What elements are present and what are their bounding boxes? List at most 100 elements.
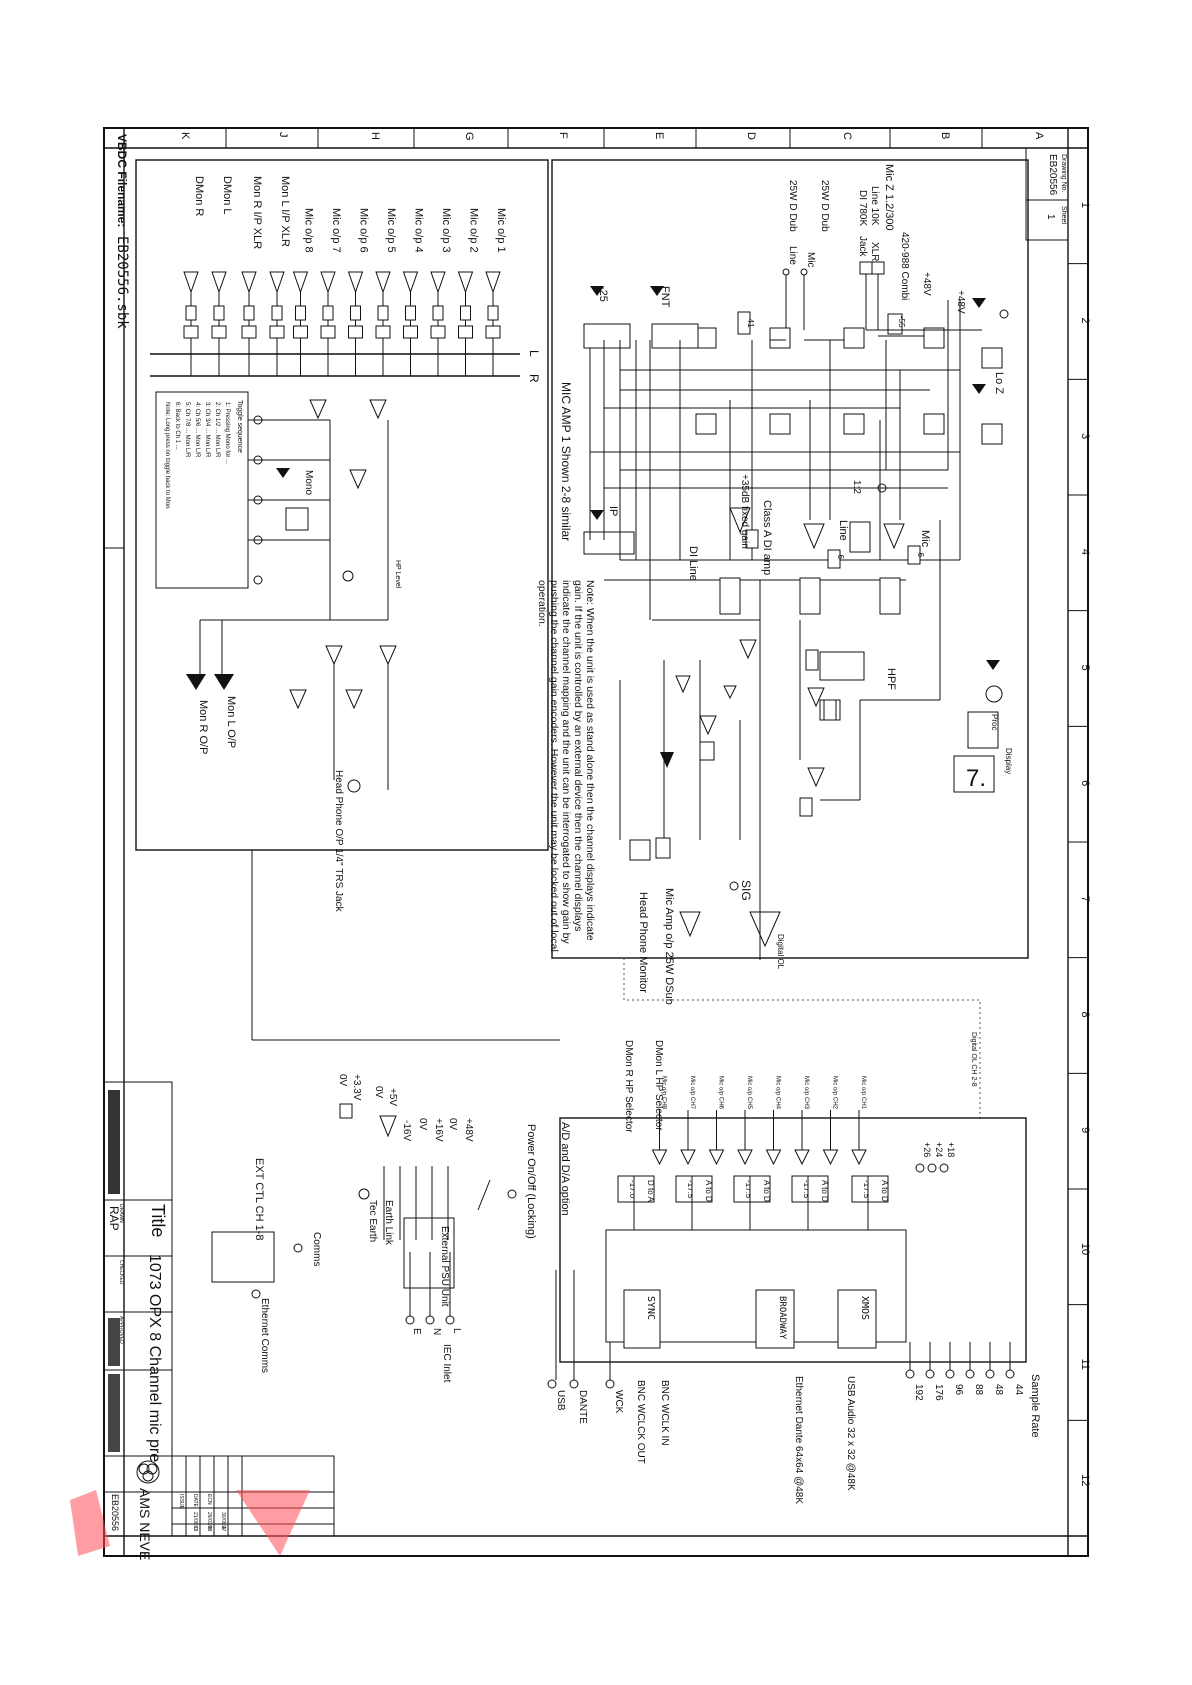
mon-r-op: Mon R O/P [197,700,209,754]
toggle-title: Toggle sequence [236,400,243,453]
monitor-input-label: Mon R I/P XLR [251,176,263,249]
mic-amp-section [551,159,1029,959]
hp-op-label: Head Phone O/P 1/4" TRS Jack [333,770,344,913]
drawing-no-footer: EB20556 [110,1494,120,1531]
revision-header: DATE [192,1494,198,1508]
mic-output-label: Mic o/p 8 [303,208,315,253]
digital-channel-label: Mic o/p CH2 [832,1076,838,1110]
gain-box-value: -17.5 [744,1180,753,1199]
gain-box-value: -17.0 [628,1180,637,1199]
minus41-label: -41 [746,316,755,328]
mic-minus6: -6 [916,550,925,558]
column-number-11: 11 [1079,1359,1091,1370]
sample-rate-value: 48 [993,1384,1004,1396]
column-number-4: 4 [1079,549,1091,555]
row-letter-J: J [277,132,289,138]
input-connectors [782,261,885,330]
digital-channel-list: Mic o/p CH1 Mic o/p CH2 Mic o/p CH3 Mic o/p… [651,1076,867,1166]
digital-channel-label: Mic o/p CH7 [689,1076,695,1110]
revision-header: ECN [206,1494,212,1505]
fixed-gain-label: +35dB fixed gain [739,474,750,549]
digital-channel-label: Mic o/p CH3 [803,1076,809,1110]
jack-label: Jack [857,236,868,258]
approved-label: APPROVED [118,1316,124,1344]
row-letter-B: B [939,132,951,139]
power-label: Power On/Off (Locking) [525,1124,537,1239]
lo-z-led-icon [972,384,986,394]
toggle-note-line: Note: Long press on toggle back to Mon [164,402,170,508]
revision-date: 26/03/18 [206,1512,212,1532]
dmon-l-hp: DMon L HP Selector [653,1040,664,1131]
mic-output-label: Mic o/p 6 [358,208,370,253]
revision-issue: A [220,1526,226,1530]
di-label: DI 780K [857,190,868,226]
rate-plus-value: +26 [922,1142,932,1157]
output-buffer-icon [485,271,501,294]
row-letter-D: D [745,132,757,140]
line-minus6: -6 [836,552,845,560]
drawn-label: DRAWN [118,1204,124,1223]
power-rail-label: 0V [373,1086,384,1099]
display-digits: 7. [966,765,986,792]
power-rail-label: -16V [401,1120,412,1141]
mic-amp-wiring [589,300,982,960]
monitor-circuit: Mono HP Level Mon L O/P Mon R O/P Head P… [186,399,401,913]
usb-block [837,1289,877,1349]
ext-ctl-block [211,1231,275,1283]
line-input-label: Line [787,246,798,265]
status-leds: FNT -25 IP [590,286,671,520]
wclk-in-label: BNC WCLK IN [659,1380,670,1446]
comms-label: Comms [311,1232,322,1266]
lo-z-label: Lo Z [993,372,1005,394]
combi-label: 420-988 Combi [899,232,910,300]
gain-box-value: -17.5 [686,1180,695,1199]
power-rail-label: 0V [447,1118,458,1131]
mic-z-label: Mic Z 1.2/300 [883,164,895,231]
di-line-label: DI Line [687,546,699,581]
dante-output-label: DANTE [577,1390,588,1424]
power-rail-label: +48V [463,1118,474,1142]
sample-rate-led-icon [985,1369,995,1379]
digital-channel-label: Mic o/p CH8 [661,1076,667,1110]
line-label-2: Line [837,520,849,541]
class-a-label: Class A DI amp [761,500,773,575]
checked-label: CHECKED [118,1260,124,1285]
column-number-5: 5 [1079,665,1091,671]
mic-output-label: Mic o/p 7 [330,208,342,253]
mic-output-label: Mic o/p 5 [385,208,397,253]
output-buffer-icon [457,271,474,294]
revision-date: 21/08/18 [192,1512,198,1532]
mic-output-label: Mic o/p 4 [413,208,425,253]
line-amp-icon [803,523,825,550]
mic-output-label: Mic o/p 2 [468,208,480,253]
relay-boxes: -41 [583,311,1003,555]
sample-rate-led-icon [965,1369,975,1379]
stand-alone-note: Note: When the unit is used as stand alo… [536,580,596,952]
hpf-label: HPF [885,668,897,690]
digital-section [559,1117,1027,1363]
mic-amp-op-label: Mic Amp o/p 25W DSub [663,888,675,1005]
digital-channel-label: Mic o/p CH1 [860,1076,866,1110]
monitor-input-label: Mon L I/P XLR [279,176,291,247]
dsub-mic-label: 25W D Dub [819,180,830,232]
wck-label: WCK [613,1390,624,1414]
drawing-title: 1073 OPX 8 Channel mic pre [146,1254,163,1462]
column-number-12: 12 [1079,1474,1091,1486]
tec-earth: Tec Earth [367,1200,378,1242]
sample-rate-value: 176 [933,1384,944,1401]
sync-block-label: SYNC [645,1296,656,1320]
sig-label: SIG [739,880,753,901]
sample-rate-value: 96 [953,1384,964,1396]
column-number-3: 3 [1079,433,1091,439]
power-rail-label: +16V [433,1118,444,1142]
row-letter-C: C [841,132,853,140]
hp-level-label: HP Level [394,560,401,589]
power-led-icon [507,1189,517,1199]
earth-link: Earth Link [383,1200,394,1246]
power-section: Power On/Off (Locking) External PSU Unit… [211,1074,537,1383]
display-label: Display [1004,748,1013,774]
